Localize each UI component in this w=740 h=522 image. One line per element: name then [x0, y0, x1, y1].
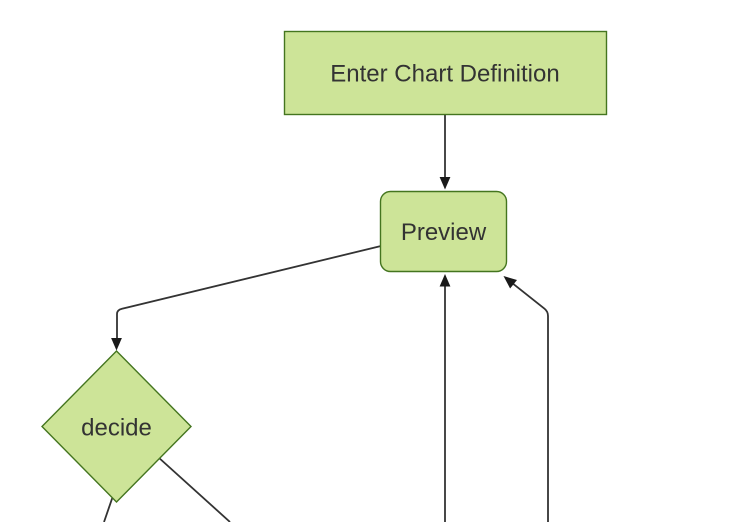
node-preview-label: Preview — [401, 219, 487, 246]
node-enter-chart-definition-label: Enter Chart Definition — [330, 61, 559, 88]
node-decide — [41, 350, 192, 503]
edge-offscreen-to-preview-corner — [512, 282, 549, 522]
arrowhead-into-decide-top — [111, 338, 122, 351]
edge-preview-to-decide — [116, 245, 382, 338]
edge-layer — [103, 115, 549, 522]
edge-decide-to-offscreen-right — [157, 456, 231, 522]
node-enter-chart-definition — [283, 30, 608, 116]
node-preview — [379, 190, 508, 273]
node-layer: Enter Chart Definition Preview decide — [41, 30, 608, 503]
node-decide-label: decide — [81, 415, 152, 442]
arrowhead-into-preview-top — [439, 177, 451, 190]
arrowhead-into-preview-corner — [503, 276, 517, 289]
arrowhead-into-preview-bottom — [439, 274, 451, 287]
